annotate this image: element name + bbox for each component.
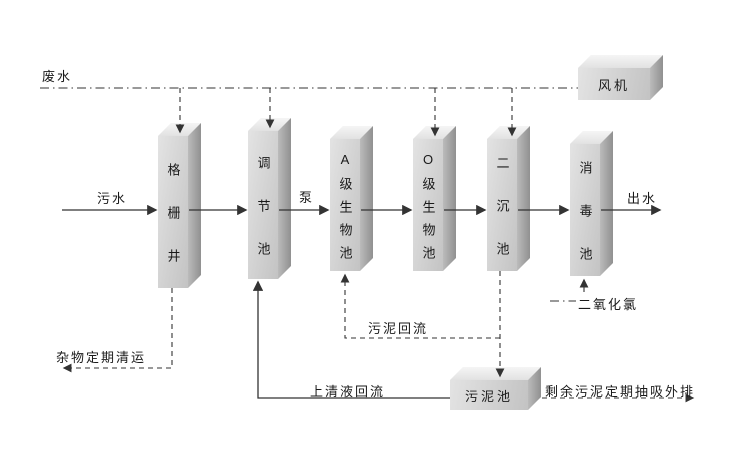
box-front-face: 消毒池 xyxy=(570,144,600,290)
box-front-face: O级生物池 xyxy=(413,139,443,271)
node-sludge-tank: 污泥池 xyxy=(450,367,541,410)
node-label-fan: 风机 xyxy=(597,77,630,93)
node-fan: 风机 xyxy=(578,55,663,100)
node-disinfection-tank: 消毒池 xyxy=(570,131,613,290)
node-screen-well: 格栅井 xyxy=(158,123,201,292)
label-debris-periodic-removal: 杂物定期清运 xyxy=(56,350,147,365)
node-label-secondary-sedimentation-tank: 二沉池 xyxy=(494,155,510,285)
node-label-disinfection-tank: 消毒池 xyxy=(577,160,593,290)
box-front-face: 格栅井 xyxy=(158,136,188,292)
label-wastewater: 废水 xyxy=(42,69,73,84)
node-label-regulating-tank: 调节池 xyxy=(255,155,271,285)
box-side-face xyxy=(360,126,373,271)
box-side-face xyxy=(188,123,201,288)
box-side-face xyxy=(517,126,530,271)
label-supernatant-return: 上清液回流 xyxy=(310,384,386,399)
box-side-face xyxy=(278,118,291,279)
node-regulating-tank: 调节池 xyxy=(248,118,291,285)
box-front-face: A级生物池 xyxy=(330,139,360,271)
node-label-grade-o-bio-tank: O级生物池 xyxy=(420,151,436,269)
box-front-face: 二沉池 xyxy=(487,139,517,285)
node-label-grade-a-bio-tank: A级生物池 xyxy=(337,151,353,269)
label-effluent: 出水 xyxy=(627,191,658,206)
node-label-sludge-tank: 污泥池 xyxy=(464,388,513,404)
label-chlorine-dioxide: 二氧化氯 xyxy=(578,297,639,312)
node-grade-a-bio-tank: A级生物池 xyxy=(330,126,373,271)
node-label-screen-well: 格栅井 xyxy=(165,162,181,292)
box-front-face: 污泥池 xyxy=(450,380,528,410)
box-side-face xyxy=(600,131,613,276)
box-top-face xyxy=(450,367,541,380)
label-sludge-return: 污泥回流 xyxy=(368,321,429,336)
box-side-face xyxy=(443,126,456,271)
box-front-face: 调节池 xyxy=(248,131,278,285)
label-sewage: 污水 xyxy=(97,191,128,206)
node-grade-o-bio-tank: O级生物池 xyxy=(413,126,456,271)
label-pump: 泵 xyxy=(299,190,315,205)
label-excess-sludge-discharge: 剩余污泥定期抽吸外排 xyxy=(545,384,696,399)
box-front-face: 风机 xyxy=(578,68,650,100)
node-secondary-sedimentation-tank: 二沉池 xyxy=(487,126,530,285)
